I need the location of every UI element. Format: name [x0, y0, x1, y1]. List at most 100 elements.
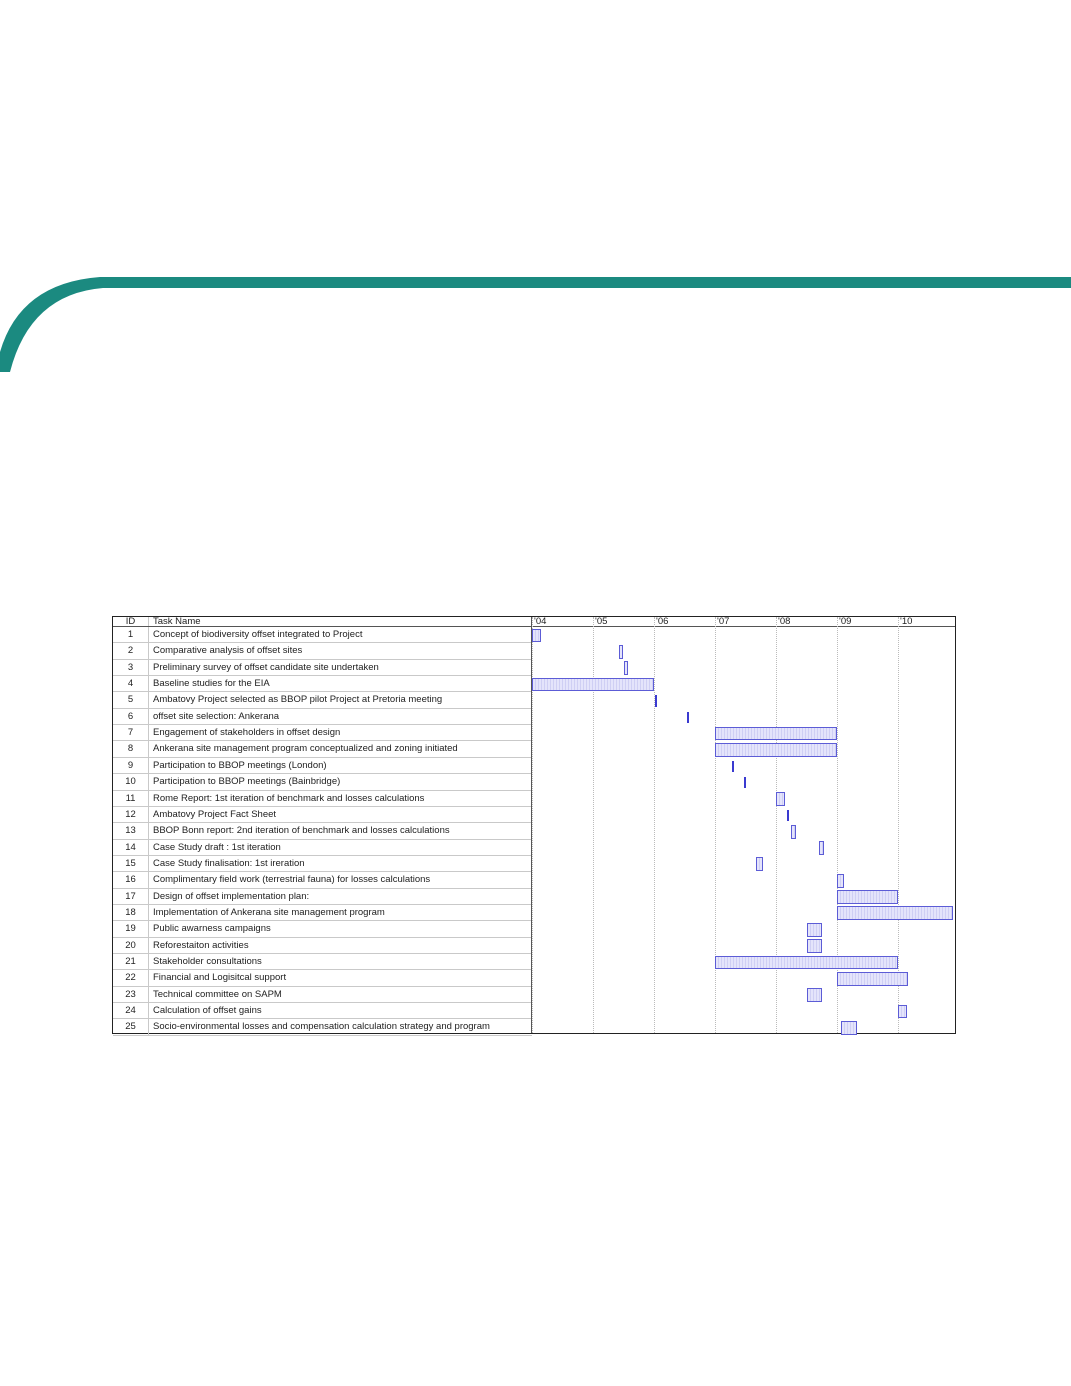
task-name: Ankerana site management program concept… [153, 743, 458, 755]
task-bar [837, 873, 845, 888]
task-bar [776, 792, 785, 806]
task-id: 24 [113, 1003, 149, 1019]
task-id: 23 [113, 986, 149, 1003]
task-bar [806, 988, 823, 1003]
task-id: 10 [113, 774, 149, 790]
year-tick-label: '10 [900, 616, 913, 627]
task-id: 19 [113, 921, 149, 937]
task-bar [623, 661, 628, 676]
milestone-mark [686, 711, 689, 724]
task-id: 20 [113, 937, 149, 954]
column-divider [531, 617, 532, 1033]
task-bar [818, 841, 824, 855]
task-row: 7 Engagement of stakeholders in offset de… [113, 725, 532, 742]
task-name: Baseline studies for the EIA [153, 678, 270, 690]
task-id: 9 [113, 757, 149, 774]
task-id: 2 [113, 643, 149, 659]
task-name: Ambatovy Project selected as BBOP pilot … [153, 694, 443, 706]
task-name: Calculation of offset gains [153, 1005, 262, 1017]
task-name: Engagement of stakeholders in offset des… [153, 727, 341, 739]
task-id: 7 [113, 725, 149, 741]
task-id: 14 [113, 839, 149, 855]
task-row: 16 Complimentary field work (terrestrial … [113, 872, 532, 889]
task-id: 1 [113, 627, 149, 643]
year-gridline [898, 617, 899, 1033]
task-row: 8 Ankerana site management program concep… [113, 741, 532, 758]
task-row: 15 Case Study finalisation: 1st ireration [113, 855, 532, 873]
task-row: 5 Ambatovy Project selected as BBOP pilot… [113, 692, 532, 709]
task-name: Technical committee on SAPM [153, 988, 282, 1000]
id-column-header: ID [113, 617, 149, 626]
task-bar [806, 922, 823, 937]
task-row: 11 Rome Report: 1st iteration of benchmar… [113, 790, 532, 807]
task-id: 12 [113, 806, 149, 823]
task-bar [618, 644, 623, 659]
task-name: Rome Report: 1st iteration of benchmark … [153, 792, 425, 804]
task-id: 13 [113, 823, 149, 839]
milestone-mark [732, 760, 735, 773]
task-bar [532, 677, 654, 692]
task-id: 4 [113, 676, 149, 692]
task-name: offset site selection: Ankerana [153, 710, 280, 722]
task-name: Complimentary field work (terrestrial fa… [153, 874, 431, 886]
year-gridline [837, 617, 838, 1033]
task-id: 15 [113, 855, 149, 872]
task-name: Implementation of Ankerana site manageme… [153, 906, 385, 918]
year-tick-label: '07 [717, 616, 730, 627]
task-id: 16 [113, 872, 149, 888]
year-tick-label: '05 [595, 616, 608, 627]
timeline-header-line [532, 626, 955, 627]
task-row: 23 Technical committee on SAPM [113, 986, 532, 1004]
task-name: Participation to BBOP meetings (Bainbrid… [153, 776, 341, 788]
task-name: Comparative analysis of offset sites [153, 645, 303, 657]
task-bar [791, 824, 797, 839]
task-bar [532, 628, 542, 643]
task-name: Concept of biodiversity offset integrate… [153, 629, 363, 640]
task-bar [715, 955, 898, 970]
task-name: Reforestaiton activities [153, 939, 249, 951]
gantt-timeline: '04'05'06'07'08'09'10 [532, 616, 955, 1035]
year-gridline [532, 617, 533, 1033]
task-bar [837, 906, 953, 921]
task-row: 9 Participation to BBOP meetings (London) [113, 757, 532, 775]
task-row: 6 offset site selection: Ankerana [113, 708, 532, 726]
task-id: 8 [113, 741, 149, 757]
task-id: 22 [113, 970, 149, 986]
task-id: 11 [113, 790, 149, 806]
year-tick-label: '09 [839, 616, 852, 627]
task-row: 4 Baseline studies for the EIA [113, 676, 532, 693]
task-name: BBOP Bonn report: 2nd iteration of bench… [153, 825, 450, 837]
milestone-mark [743, 777, 746, 789]
task-id: 6 [113, 708, 149, 725]
task-id: 5 [113, 692, 149, 708]
task-bar [715, 726, 837, 741]
task-name: Stakeholder consultations [153, 956, 262, 967]
milestone-mark [786, 809, 789, 822]
milestone-mark [654, 695, 657, 707]
task-row: 24 Calculation of offset gains [113, 1003, 532, 1020]
task-bar [837, 890, 898, 904]
task-name: Case Study finalisation: 1st ireration [153, 857, 305, 869]
task-name: Case Study draft : 1st iteration [153, 841, 281, 853]
task-name: Socio-environmental losses and compensat… [153, 1021, 490, 1033]
task-bar [806, 939, 823, 953]
year-gridline [654, 617, 655, 1033]
year-tick-label: '04 [534, 616, 547, 627]
task-id: 3 [113, 659, 149, 676]
task-id: 21 [113, 954, 149, 970]
year-tick-label: '08 [778, 616, 791, 627]
task-name-column-header: Task Name [153, 616, 201, 627]
task-name: Ambatovy Project Fact Sheet [153, 808, 277, 820]
task-id: 25 [113, 1019, 149, 1035]
task-row: 20 Reforestaiton activities [113, 937, 532, 955]
task-row: 14 Case Study draft : 1st iteration [113, 839, 532, 856]
task-id: 17 [113, 888, 149, 904]
task-row: 21 Stakeholder consultations [113, 954, 532, 971]
task-name: Participation to BBOP meetings (London) [153, 759, 327, 771]
gantt-chart: ID Task Name 1 Concept of biodiversity of… [112, 616, 956, 1036]
